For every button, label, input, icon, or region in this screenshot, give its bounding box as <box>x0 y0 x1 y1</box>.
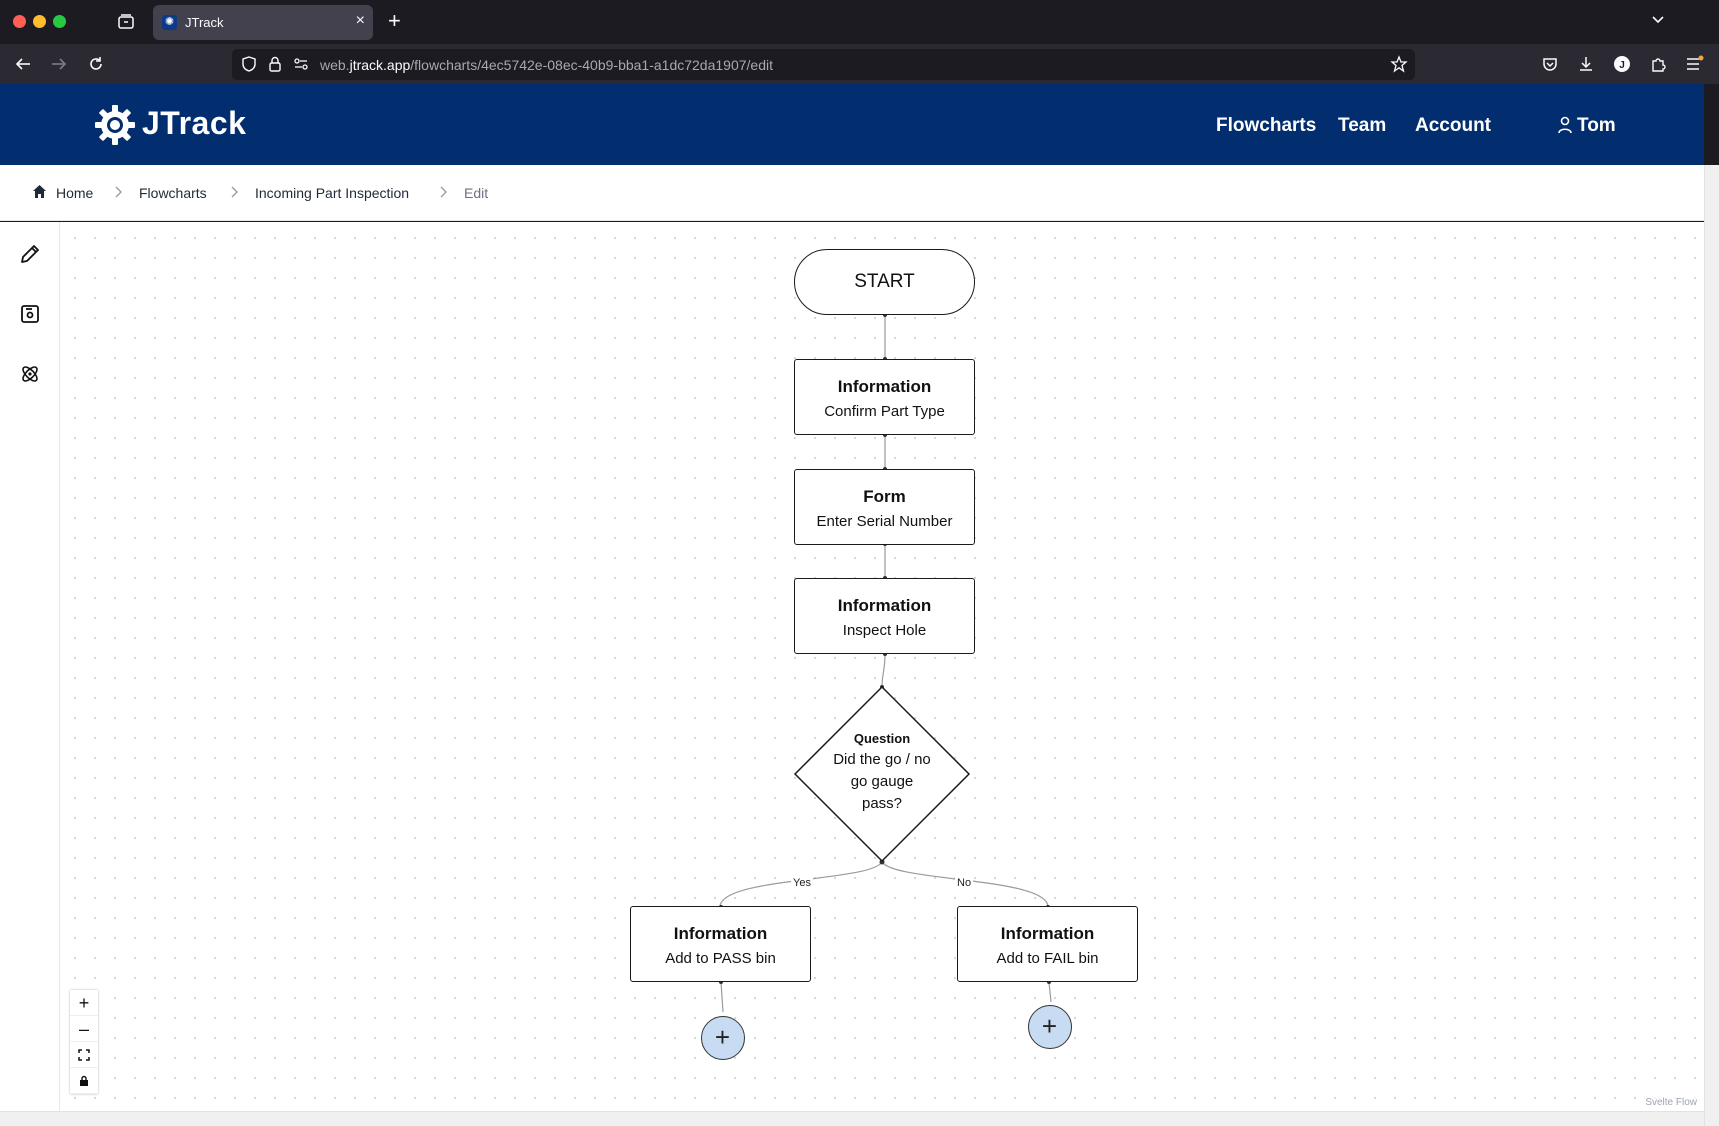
jtrack-favicon-icon: ✺ <box>162 15 177 30</box>
fit-view-icon <box>78 1049 90 1061</box>
fit-view-button[interactable] <box>70 1042 98 1068</box>
node-label: Add to PASS bin <box>665 950 776 967</box>
browser-tab-bar: ✺ JTrack × + <box>0 0 1719 44</box>
flow-node-form[interactable]: Form Enter Serial Number <box>794 469 975 545</box>
node-label: Confirm Part Type <box>824 403 945 420</box>
browser-nav-bar: web.jtrack.app/flowcharts/4ec5742e-08ec-… <box>0 44 1719 84</box>
breadcrumb-home[interactable]: Home <box>56 185 94 201</box>
maximize-window-button[interactable] <box>53 15 66 28</box>
node-type: Information <box>837 596 932 615</box>
flowchart-canvas[interactable]: START Information Confirm Part Type Form… <box>60 222 1704 1111</box>
editor-toolbar <box>0 222 60 1126</box>
edge-label-no[interactable]: No <box>955 877 974 889</box>
flow-node-information[interactable]: Information Confirm Part Type <box>794 359 975 435</box>
close-tab-icon[interactable]: × <box>355 12 365 29</box>
zoom-in-button[interactable]: + <box>70 990 98 1016</box>
lock-button[interactable] <box>70 1068 98 1094</box>
tab-list-icon[interactable] <box>116 12 136 32</box>
tab-title: JTrack <box>185 15 224 30</box>
nav-account-link[interactable]: Account <box>1415 115 1491 136</box>
close-window-button[interactable] <box>13 15 26 28</box>
save-icon[interactable] <box>18 302 42 326</box>
pencil-icon[interactable] <box>18 242 42 266</box>
horizontal-scrollbar[interactable] <box>0 1111 1704 1126</box>
start-node[interactable]: START <box>794 249 975 315</box>
question-node-text: Question Did the go / no go gauge pass? <box>782 731 982 815</box>
vertical-scrollbar[interactable] <box>1704 165 1719 1126</box>
node-type: Information <box>673 924 768 943</box>
plus-icon: + <box>1041 1011 1058 1041</box>
shield-icon[interactable] <box>240 55 258 73</box>
node-label: Add to FAIL bin <box>996 950 1099 967</box>
canvas-controls: + – <box>70 990 98 1094</box>
nav-flowcharts-link[interactable]: Flowcharts <box>1216 115 1317 136</box>
pocket-icon[interactable] <box>1540 54 1560 74</box>
edge-label-yes[interactable]: Yes <box>791 877 813 889</box>
breadcrumb-current: Edit <box>464 185 489 201</box>
node-type: Information <box>1000 924 1095 943</box>
extensions-icon[interactable] <box>1648 54 1668 74</box>
node-label: Inspect Hole <box>842 622 927 639</box>
minimize-window-button[interactable] <box>33 15 46 28</box>
user-icon <box>1558 116 1572 134</box>
downloads-icon[interactable] <box>1576 54 1596 74</box>
browser-tab-active[interactable]: ✺ JTrack × <box>153 5 373 40</box>
url-text[interactable]: web.jtrack.app/flowcharts/4ec5742e-08ec-… <box>320 57 773 73</box>
back-icon[interactable] <box>13 54 33 74</box>
reload-icon[interactable] <box>86 54 106 74</box>
app-header: JTrack Flowcharts Team Account Tom <box>0 84 1704 165</box>
node-type: Question <box>853 731 911 746</box>
user-menu-button[interactable]: Tom <box>1577 115 1616 136</box>
flow-node-information[interactable]: Information Inspect Hole <box>794 578 975 654</box>
add-node-button[interactable]: + <box>701 1016 745 1060</box>
atom-icon[interactable] <box>18 362 42 386</box>
url-path: /flowcharts/4ec5742e-08ec-40b9-bba1-a1dc… <box>410 57 773 73</box>
breadcrumb-flowcharts[interactable]: Flowcharts <box>139 185 207 201</box>
gear-logo-icon[interactable] <box>94 104 136 146</box>
nav-team-link[interactable]: Team <box>1338 115 1387 136</box>
app-logo-text[interactable]: JTrack <box>142 105 247 141</box>
add-node-button[interactable]: + <box>1028 1005 1072 1049</box>
svg-text:J: J <box>1619 60 1625 71</box>
node-label: Enter Serial Number <box>816 513 953 530</box>
forward-icon[interactable] <box>49 54 69 74</box>
flow-edges <box>719 313 1052 1013</box>
address-bar[interactable]: web.jtrack.app/flowcharts/4ec5742e-08ec-… <box>232 49 1415 80</box>
new-tab-button[interactable]: + <box>388 8 401 33</box>
lock-icon[interactable] <box>266 55 284 73</box>
node-label: Did the go / no go gauge pass? <box>833 751 931 812</box>
breadcrumb: Home Flowcharts Incoming Part Inspection… <box>0 165 1704 221</box>
chevron-right-icon <box>231 186 239 198</box>
home-icon[interactable] <box>32 184 47 199</box>
question-diamond-node[interactable] <box>792 684 972 864</box>
node-type: Information <box>837 377 932 396</box>
svelte-flow-attribution[interactable]: Svelte Flow <box>1642 1096 1700 1109</box>
flow-node-fail[interactable]: Information Add to FAIL bin <box>957 906 1138 982</box>
url-prefix: web. <box>320 57 350 73</box>
bookmark-star-icon[interactable] <box>1390 55 1408 73</box>
permissions-icon[interactable] <box>292 55 310 73</box>
menu-icon[interactable] <box>1684 54 1704 74</box>
breadcrumb-flowchart-name[interactable]: Incoming Part Inspection <box>255 185 410 201</box>
lock-icon <box>80 1075 88 1086</box>
flow-node-pass[interactable]: Information Add to PASS bin <box>630 906 811 982</box>
zoom-out-button[interactable]: – <box>70 1016 98 1042</box>
account-avatar-icon[interactable]: J <box>1612 54 1632 74</box>
url-host: jtrack.app <box>349 57 411 73</box>
chevron-right-icon <box>115 186 123 198</box>
chevron-right-icon <box>440 186 448 198</box>
chevron-down-icon[interactable] <box>1650 12 1666 28</box>
plus-icon: + <box>714 1022 731 1052</box>
node-type: Form <box>863 487 906 506</box>
